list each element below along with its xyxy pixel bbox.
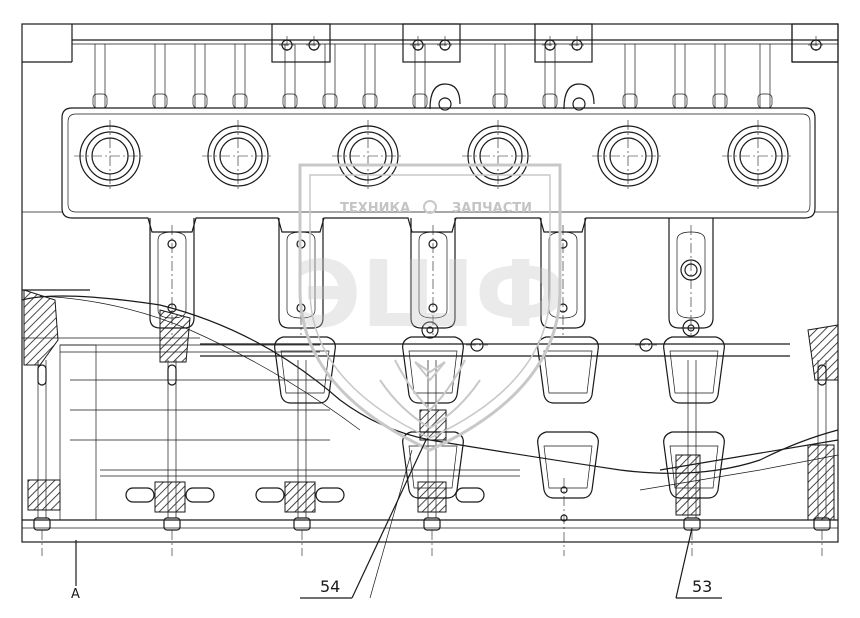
rounded-pad <box>402 431 464 499</box>
bottom-studs <box>33 360 831 556</box>
section-mark-a: A <box>71 587 80 602</box>
rounded-pad <box>663 431 725 499</box>
base-boss <box>185 487 215 503</box>
small-hole <box>560 514 568 522</box>
side-clip <box>37 364 47 386</box>
top-tab <box>271 23 331 63</box>
bearing-caps <box>149 218 714 335</box>
wheat-icon <box>394 359 466 412</box>
vertical-ribs <box>92 44 773 109</box>
bolt-hole <box>438 97 452 111</box>
watermark-text-right: ЗАПЧАСТИ <box>452 201 532 216</box>
cap-slot <box>418 231 448 319</box>
top-tab <box>791 23 839 63</box>
rounded-pad <box>537 336 599 404</box>
base-boss <box>255 487 285 503</box>
lower-pads <box>125 336 725 503</box>
bearing-rib-band <box>22 107 838 233</box>
watermark-monogram: ЭШФ <box>294 241 566 348</box>
callout-leaders <box>300 439 722 599</box>
rounded-pad <box>663 336 725 404</box>
crankcase-lower <box>21 289 839 529</box>
callout-53-label: 53 <box>692 577 712 596</box>
side-clip <box>167 364 177 386</box>
cylinder-bores <box>74 120 794 192</box>
watermark-logo: ТЕХНИКА ЗАПЧАСТИ ЭШФ <box>294 163 566 452</box>
small-holes <box>421 319 700 352</box>
base-boss <box>125 487 155 503</box>
cap-slot <box>676 231 706 319</box>
cap-slot <box>548 231 578 319</box>
base-boss <box>455 487 485 503</box>
rounded-pad <box>402 336 464 404</box>
base-boss <box>315 487 345 503</box>
gear-icon <box>423 200 437 214</box>
watermark-text-left: ТЕХНИКА <box>340 201 410 216</box>
top-tab <box>402 23 461 63</box>
small-hole <box>560 486 568 494</box>
callout-54-label: 54 <box>320 577 340 596</box>
top-mounting-tabs <box>271 23 839 111</box>
cap-slot <box>286 231 316 319</box>
hatched-sections <box>23 289 839 521</box>
rounded-pad <box>274 336 336 404</box>
rounded-pad <box>537 431 599 499</box>
top-tab <box>534 23 593 63</box>
side-clip <box>817 364 827 386</box>
bolt-hole <box>572 97 586 111</box>
